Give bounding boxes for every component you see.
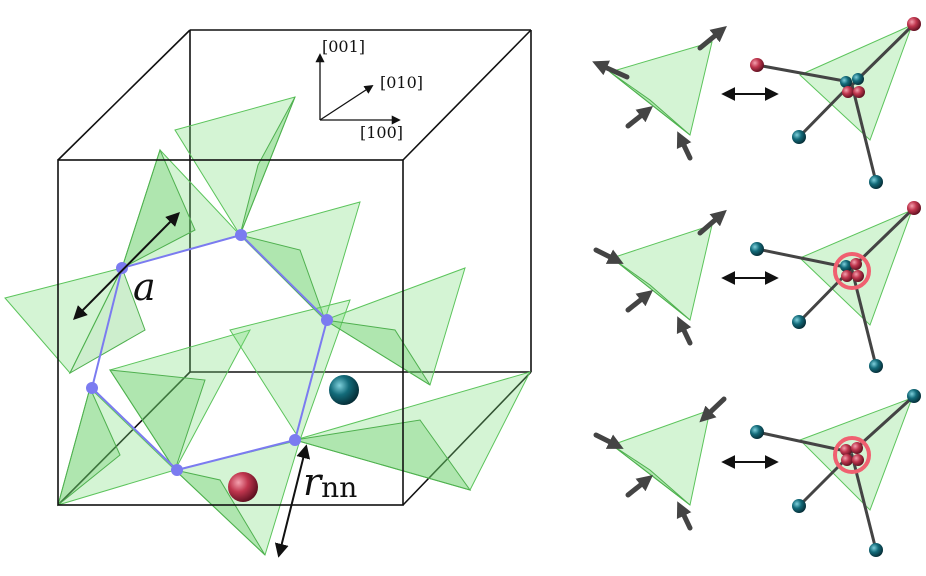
config-row-3 xyxy=(593,389,921,557)
axis-label-010: [010] xyxy=(380,73,423,92)
spin-tetrahedron-3 xyxy=(593,396,727,531)
tetrahedra xyxy=(4,96,531,556)
config-row-1 xyxy=(592,17,921,189)
crystal-axes: [001] [010] [100] xyxy=(315,37,423,142)
spin-tetrahedron-2 xyxy=(593,209,727,346)
monopole-positive-sphere xyxy=(228,472,258,502)
lattice-constant-arrow xyxy=(73,212,180,320)
monopole-negative-sphere xyxy=(329,375,359,405)
axis-label-100: [100] xyxy=(360,123,403,142)
nn-distance-arrow xyxy=(274,444,311,558)
charge-tetrahedron-1 xyxy=(750,17,921,189)
charge-tetrahedron-3 xyxy=(750,389,921,557)
lattice-panel: a rnn [001] [010] [100] xyxy=(4,29,532,558)
lattice-constant-label: a xyxy=(133,265,156,309)
spin-tetrahedron-1 xyxy=(592,25,727,161)
config-row-2 xyxy=(593,201,921,373)
monopole-highlight-ring-3 xyxy=(833,436,871,474)
cube-back-edges xyxy=(57,29,532,506)
monopole-highlight-ring-2 xyxy=(833,252,871,290)
nn-distance-label: rnn xyxy=(303,460,357,504)
axis-label-001: [001] xyxy=(322,37,365,56)
charge-tetrahedron-2 xyxy=(750,201,921,373)
cube-front-edges xyxy=(57,159,404,506)
